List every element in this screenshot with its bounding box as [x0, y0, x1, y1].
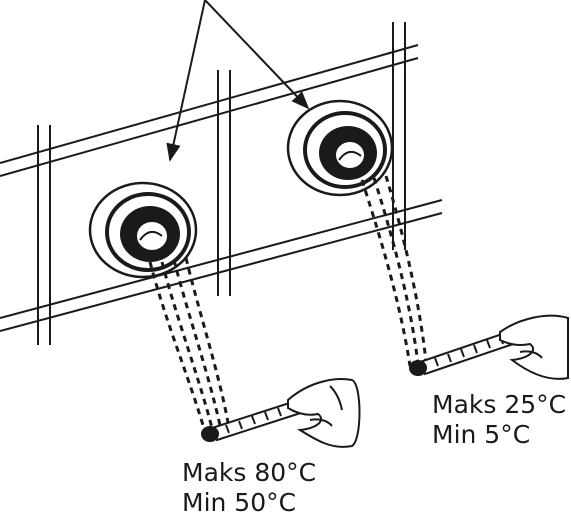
hot-water-temperature-label: Maks 80°C Min 50°C — [182, 458, 316, 518]
hot-water-outlet — [88, 181, 198, 279]
cold-water-min-temp: Min 5°C — [432, 420, 531, 449]
cold-water-stream — [360, 175, 428, 367]
cold-water-temperature-label: Maks 25°C Min 5°C — [432, 390, 566, 450]
tile-wall — [0, 22, 443, 345]
cold-water-outlet — [286, 99, 394, 197]
hot-water-stream — [148, 257, 231, 433]
thermometer-right — [409, 326, 527, 376]
hand-right — [499, 314, 569, 380]
cold-water-max-temp: Maks 25°C — [432, 390, 567, 419]
hand-left — [287, 378, 361, 448]
pointer-arrows — [166, 0, 310, 162]
hot-water-max-temp: Maks 80°C — [182, 458, 317, 487]
hot-water-min-temp: Min 50°C — [182, 488, 297, 517]
